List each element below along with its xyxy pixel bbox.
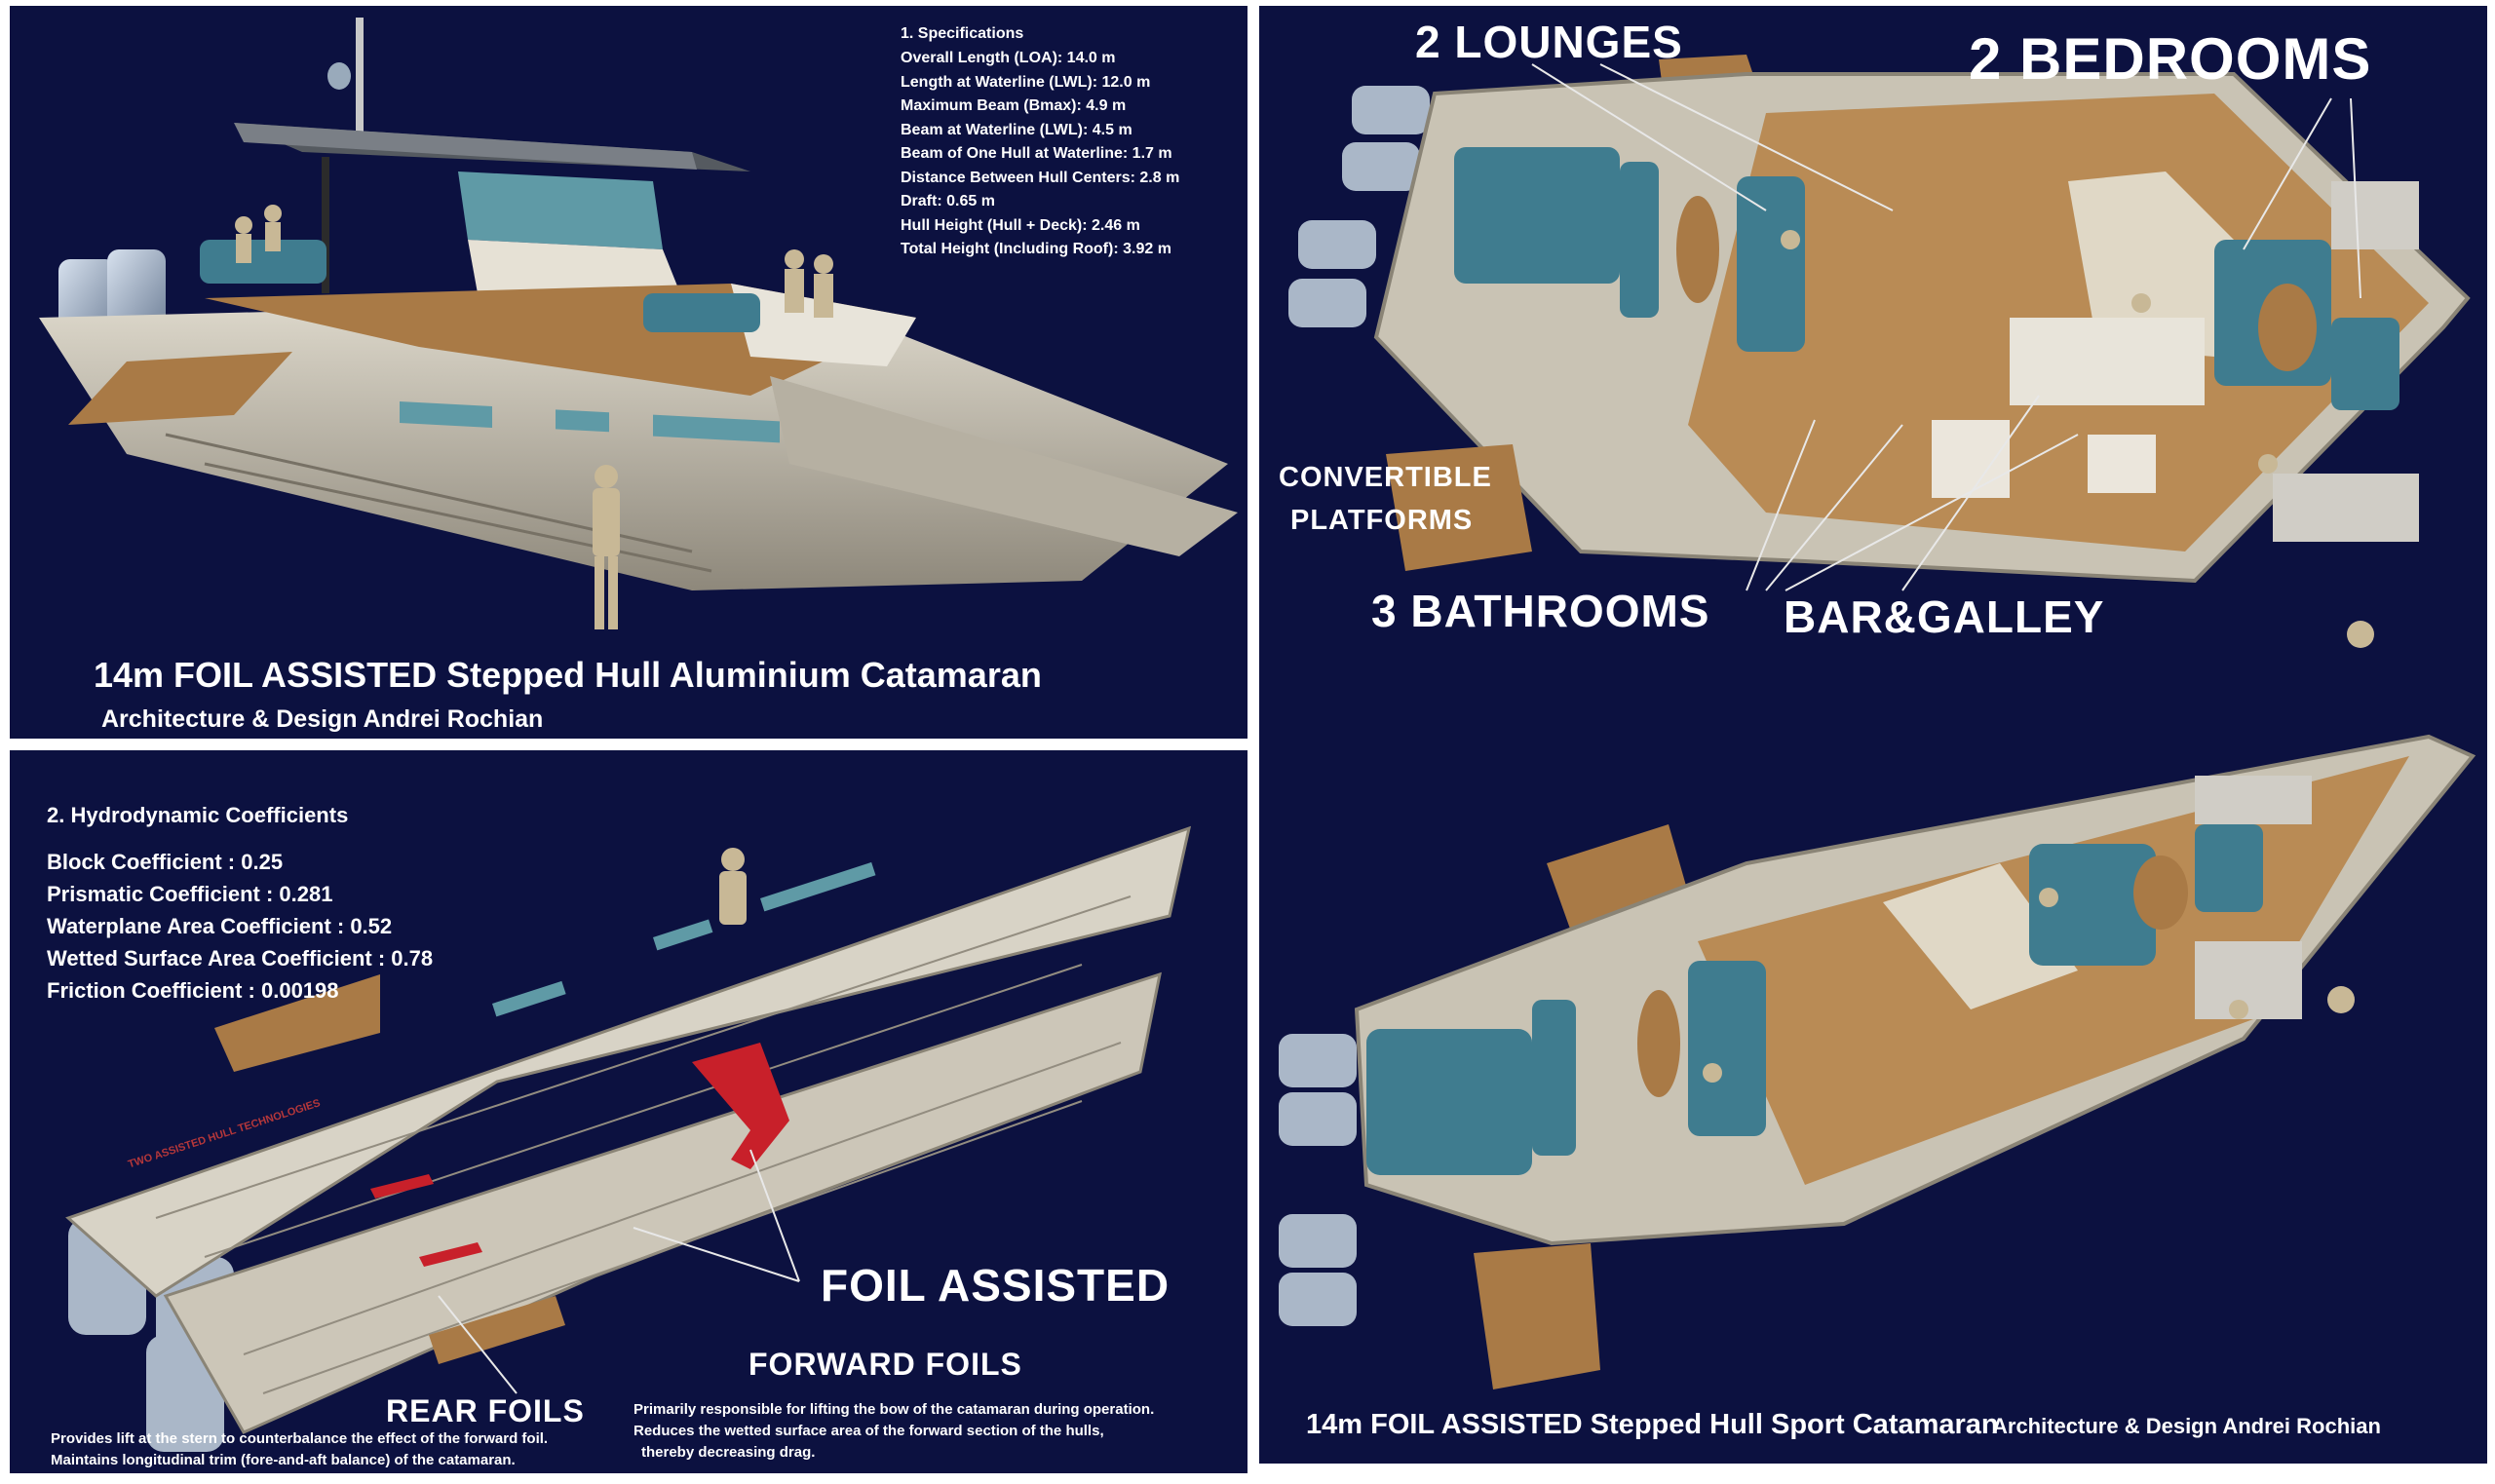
label-bar-galley: BAR&GALLEY [1784, 591, 2105, 642]
coef-block: Block Coefficient : 0.25 [47, 850, 284, 874]
label-bathrooms: 3 BATHROOMS [1371, 586, 1710, 636]
spec-total-height: Total Height (Including Roof): 3.92 m [901, 241, 1171, 257]
forward-foils-desc-2: Reduces the wetted surface area of the f… [633, 1423, 1104, 1439]
spec-hull-distance: Distance Between Hull Centers: 2.8 m [901, 169, 1180, 186]
spec-hull-height: Hull Height (Hull + Deck): 2.46 m [901, 216, 1140, 234]
label-foil-assisted: FOIL ASSISTED [821, 1260, 1171, 1311]
catamaran-underside-render [65, 825, 1192, 1452]
panel-foils-underside: 2. Hydrodynamic Coefficients Block Coeff… [10, 750, 1248, 1473]
label-rear-foils: REAR FOILS [386, 1393, 585, 1428]
label-lounges: 2 LOUNGES [1415, 17, 1683, 67]
panel-credit: Architecture & Design Andrei Rochian [1992, 1414, 2381, 1438]
catamaran-perspective-render [39, 18, 1238, 629]
sport-catamaran-top-view-render [1279, 734, 2476, 1389]
specs-list: Overall Length (LOA): 14.0 m Length at W… [901, 47, 1179, 262]
panel-title: 14m FOIL ASSISTED Stepped Hull Aluminium… [94, 655, 1042, 695]
forward-foils-desc-3: thereby decreasing drag. [641, 1444, 816, 1461]
spec-loa: Overall Length (LOA): 14.0 m [901, 50, 1116, 66]
rear-foils-desc-2: Maintains longitudinal trim (fore-and-af… [51, 1452, 516, 1468]
panel-hull-perspective: 1. Specifications Overall Length (LOA): … [10, 6, 1248, 739]
label-platforms-line1: CONVERTIBLE [1279, 462, 1492, 493]
spec-draft: Draft: 0.65 m [901, 193, 995, 209]
spec-beam-one-hull: Beam of One Hull at Waterline: 1.7 m [901, 145, 1172, 162]
spec-lwl: Length at Waterline (LWL): 12.0 m [901, 73, 1151, 91]
label-platforms-line2: PLATFORMS [1290, 505, 1474, 536]
label-forward-foils: FORWARD FOILS [748, 1347, 1022, 1382]
panel-sport-top-view: 14m FOIL ASSISTED Stepped Hull Sport Cat… [1259, 698, 2487, 1464]
panel-title: 14m FOIL ASSISTED Stepped Hull Sport Cat… [1306, 1409, 1999, 1440]
label-bedrooms: 2 BEDROOMS [1969, 26, 2372, 92]
coef-wetted-surface: Wetted Surface Area Coefficient : 0.78 [47, 946, 434, 970]
catamaran-top-view-render [1288, 55, 2471, 648]
specs-title: 1. Specifications [901, 25, 1024, 42]
coef-prismatic: Prismatic Coefficient : 0.281 [47, 882, 333, 906]
forward-foils-desc-1: Primarily responsible for lifting the bo… [633, 1401, 1155, 1418]
coef-friction: Friction Coefficient : 0.00198 [47, 978, 339, 1003]
spec-bmax: Maximum Beam (Bmax): 4.9 m [901, 97, 1127, 114]
panel-credit: Architecture & Design Andrei Rochian [101, 705, 544, 733]
panel-layout-top-view: 2 LOUNGES 2 BEDROOMS CONVERTIBLE PLATFOR… [1259, 6, 2487, 698]
rear-foils-desc-1: Provides lift at the stern to counterbal… [51, 1430, 549, 1447]
coefficients-list: Block Coefficient : 0.25 Prismatic Coeff… [47, 846, 433, 1007]
coef-waterplane: Waterplane Area Coefficient : 0.52 [47, 914, 393, 938]
coefficients-title: 2. Hydrodynamic Coefficients [47, 803, 349, 827]
spec-beam-waterline: Beam at Waterline (LWL): 4.5 m [901, 121, 1132, 138]
